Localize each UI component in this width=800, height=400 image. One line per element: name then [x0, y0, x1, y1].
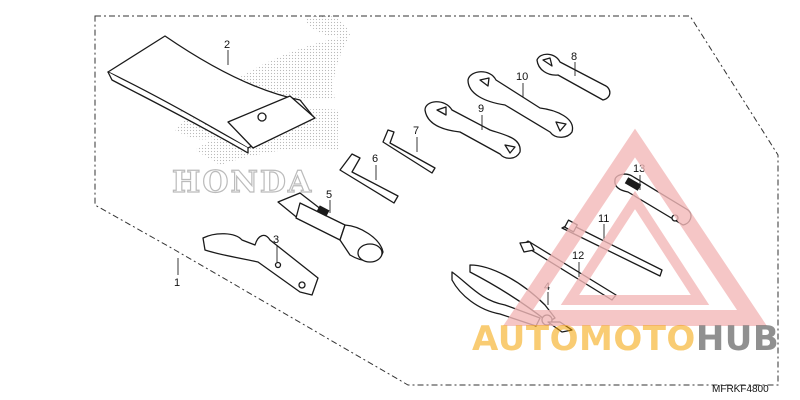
callout-8: 8 [571, 51, 577, 63]
honda-logo-text: HONDA [172, 165, 313, 200]
hex-key-large [339, 153, 399, 204]
callout-9: 9 [478, 103, 484, 115]
watermark-auto: AUTO [472, 319, 579, 359]
callout-10: 10 [516, 71, 528, 83]
diagram-code: MFRKF4800 [712, 384, 769, 395]
callout-1: 1 [174, 277, 180, 289]
socket-wrench [277, 192, 384, 263]
callout-12: 12 [572, 250, 584, 262]
callout-3: 3 [273, 234, 279, 246]
watermark-hub: HUB [696, 319, 779, 359]
callout-5: 5 [326, 189, 332, 201]
callout-2: 2 [224, 39, 230, 51]
callout-11: 11 [598, 213, 609, 225]
warning-triangle-icon [503, 128, 767, 326]
hex-key-small [382, 129, 436, 174]
callout-6: 6 [372, 153, 378, 165]
watermark-logo: AUTOMOTOHUB [472, 319, 779, 359]
callout-7: 7 [413, 125, 419, 137]
watermark-moto: MOTO [579, 319, 696, 359]
tool-bag [107, 35, 316, 154]
open-end-wrench-9 [424, 101, 521, 159]
open-end-wrench-10 [467, 71, 574, 138]
open-end-wrench-8 [536, 53, 611, 101]
pin-spanner [202, 233, 319, 296]
